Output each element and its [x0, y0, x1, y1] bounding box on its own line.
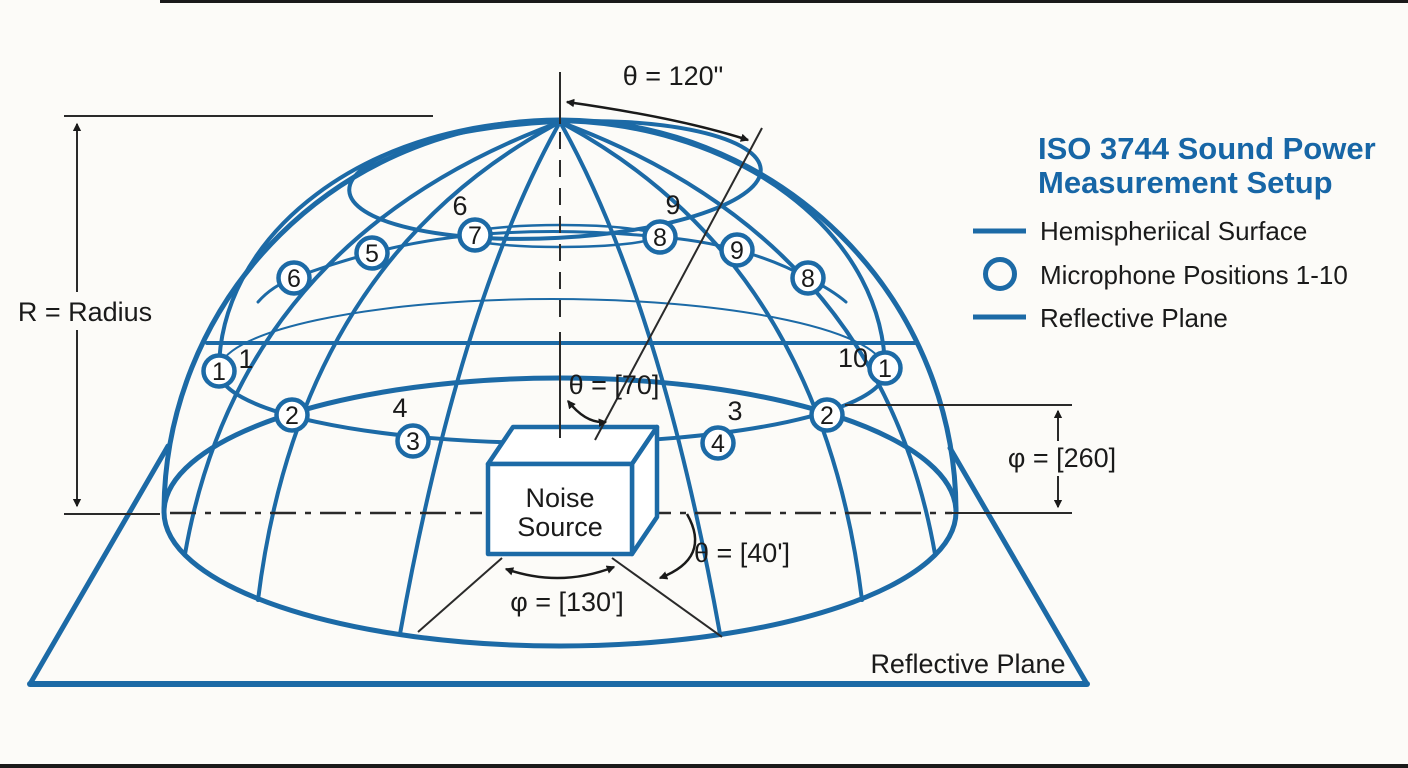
- mic-circle-8-mid: [642, 219, 678, 255]
- phi-260-label: φ = [260]: [1008, 443, 1116, 473]
- plane-left-edge: [27, 443, 171, 687]
- mic-circle-5: [354, 235, 390, 271]
- upper-ring: [256, 229, 848, 304]
- mic-circle-6-left: [276, 260, 312, 296]
- phi-130-arc: [504, 565, 616, 580]
- radius-dimension: [64, 115, 433, 515]
- mic-label-3: 3: [727, 396, 742, 426]
- lower-ring-back: [218, 298, 886, 372]
- mic-circle-2-left: [274, 397, 310, 433]
- legend-title-line2: Measurement Setup: [1038, 165, 1333, 200]
- mic-circle-2-right: [809, 397, 845, 433]
- mic-number: 9: [730, 237, 744, 265]
- theta-120-label: θ = 120": [623, 61, 723, 91]
- axis-annotations: [559, 127, 763, 441]
- mic-number: 7: [468, 222, 482, 250]
- apex-tilted-ring: [347, 119, 763, 241]
- mic-label-6: 6: [452, 191, 467, 221]
- theta-40-label: θ = [40']: [694, 538, 790, 568]
- azimuth-line-left: [417, 557, 503, 633]
- mic-number: 5: [365, 240, 379, 268]
- mic-number: 1: [878, 355, 892, 383]
- reflective-plane-label: Reflective Plane: [870, 649, 1065, 679]
- reflective-plane-outline: [27, 443, 1090, 687]
- mic-number: 8: [653, 224, 667, 252]
- mic-label-1: 1: [238, 344, 253, 374]
- bottom-edge-strip: [0, 764, 1408, 768]
- box-top-face: [485, 424, 660, 467]
- legend-circle-swatch-microphone: [983, 257, 1017, 291]
- mic-circle-1-right: [867, 350, 903, 386]
- mic-number: 8: [801, 265, 815, 293]
- azimuth-line-right: [611, 557, 723, 638]
- angle-arrows: [504, 98, 750, 580]
- mic-circle-7: [457, 217, 493, 253]
- mic-circle-9: [719, 232, 755, 268]
- azimuth-lines: [417, 557, 723, 638]
- plane-right-edge: [947, 445, 1090, 687]
- mic-circle-3-left: [395, 423, 431, 459]
- mic-circle-numbers: 1 6 5 7 2 3 8 9 8 1 2 4: [212, 222, 892, 458]
- theta-120-arc: [565, 98, 750, 142]
- mic-number: 2: [820, 402, 834, 430]
- box-front-face: [485, 461, 635, 557]
- meridian-5: [558, 120, 864, 602]
- microphone-positions: 1 6 5 7 2 3 8 9 8 1 2 4 1 6 9 4 3 10: [201, 190, 903, 461]
- mic-number: 4: [711, 430, 725, 458]
- meridian-3: [398, 120, 562, 636]
- mic-circles: [201, 217, 903, 461]
- legend-item-hemisphere: Hemispheriical Surface: [1040, 216, 1307, 246]
- mic-number: 1: [212, 358, 226, 386]
- meridian-2: [256, 120, 562, 602]
- top-edge-strip: [160, 0, 1408, 3]
- mic-circle-8-right: [790, 260, 826, 296]
- noise-source-line1: Noise: [525, 483, 594, 513]
- radius-label: R = Radius: [18, 297, 152, 327]
- noise-source-box: [485, 424, 660, 557]
- mic-label-10: 10: [838, 343, 868, 373]
- noise-source-line2: Source: [517, 512, 603, 542]
- annotation-texts: θ = 120" R = Radius θ = [70] φ = [260] θ…: [18, 61, 1116, 679]
- phi-130-label: φ = [130']: [510, 587, 623, 617]
- legend: ISO 3744 Sound Power Measurement Setup H…: [973, 131, 1376, 333]
- mic-floating-labels: 1 6 9 4 3 10: [238, 190, 868, 426]
- tilted-axis-line: [594, 127, 763, 441]
- mic-number: 3: [406, 428, 420, 456]
- legend-title-line1: ISO 3744 Sound Power: [1038, 131, 1376, 166]
- mic-circle-1-left: [201, 353, 237, 389]
- theta-70-label: θ = [70]: [569, 370, 660, 400]
- mic-label-9: 9: [665, 190, 680, 220]
- theta-70-arc: [567, 399, 608, 427]
- theta-40-arc: [658, 513, 697, 580]
- mic-circle-4-right: [700, 425, 736, 461]
- phi-260-dimension: [845, 404, 1072, 514]
- legend-item-plane: Reflective Plane: [1040, 303, 1228, 333]
- legend-item-microphones: Microphone Positions 1-10: [1040, 260, 1348, 290]
- mic-number: 2: [285, 402, 299, 430]
- mic-number: 6: [287, 265, 301, 293]
- mic-label-4: 4: [392, 393, 407, 423]
